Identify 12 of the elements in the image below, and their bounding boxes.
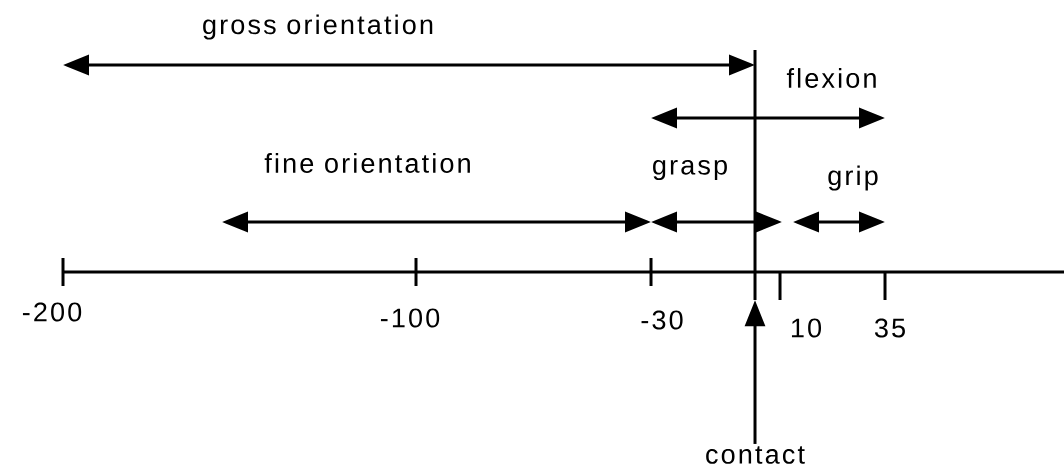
phase-label: fine orientation [264,153,470,173]
tick-label: -100 [380,308,440,328]
phase-label: grasp [653,159,727,181]
tick-label: 10 [791,318,821,338]
phase-label: gross orientation [203,14,433,40]
phase-label: flexion [786,68,876,88]
tick-label: -30 [641,310,683,330]
tick-label: 35 [874,318,905,338]
event-label: contact [706,446,805,464]
contact-line [753,50,757,300]
tick-label: -200 [22,302,82,322]
phase-label: grip [828,165,878,191]
